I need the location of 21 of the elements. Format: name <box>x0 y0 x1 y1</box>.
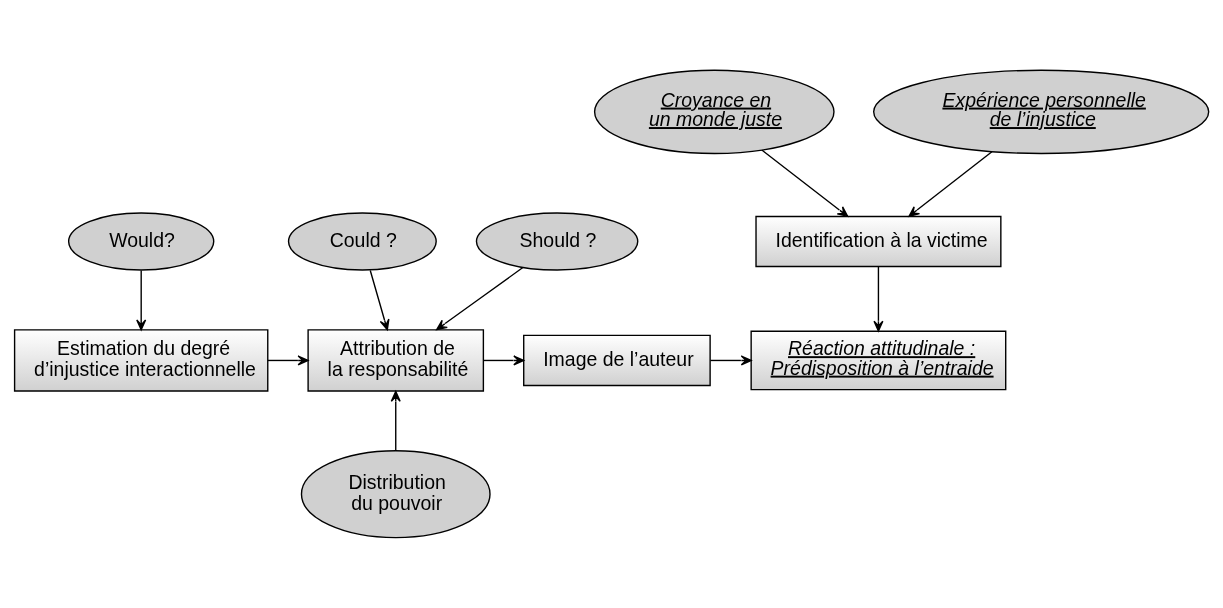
node-ellipse: Could ? <box>287 212 437 271</box>
arrow <box>873 266 884 332</box>
arrow <box>267 355 309 366</box>
arrow <box>709 355 752 366</box>
node-box: Réaction attitudinale : Prédisposition à l’entraide <box>750 330 1007 391</box>
arrow <box>908 151 993 217</box>
node-box: Image de l’auteur <box>523 334 711 387</box>
node-ellipse: Would? <box>67 212 215 271</box>
arrow <box>761 149 849 218</box>
node-ellipse: Distribution du pouvoir <box>300 450 491 539</box>
arrow <box>436 266 524 331</box>
arrow <box>136 269 147 331</box>
node-ellipse: Croyance en un monde juste <box>593 69 835 155</box>
arrow <box>482 355 525 366</box>
node-box: Attribution de la responsabilité <box>307 329 485 392</box>
node-box: Estimation du degré d’injustice interactionnelle <box>13 329 269 392</box>
arrow <box>369 269 390 331</box>
node-ellipse: Expérience personnelle de l’injustice <box>872 69 1210 155</box>
node-ellipse: Should ? <box>475 212 639 271</box>
node-box: Identification à la victime <box>755 215 1002 268</box>
arrow <box>390 390 401 452</box>
